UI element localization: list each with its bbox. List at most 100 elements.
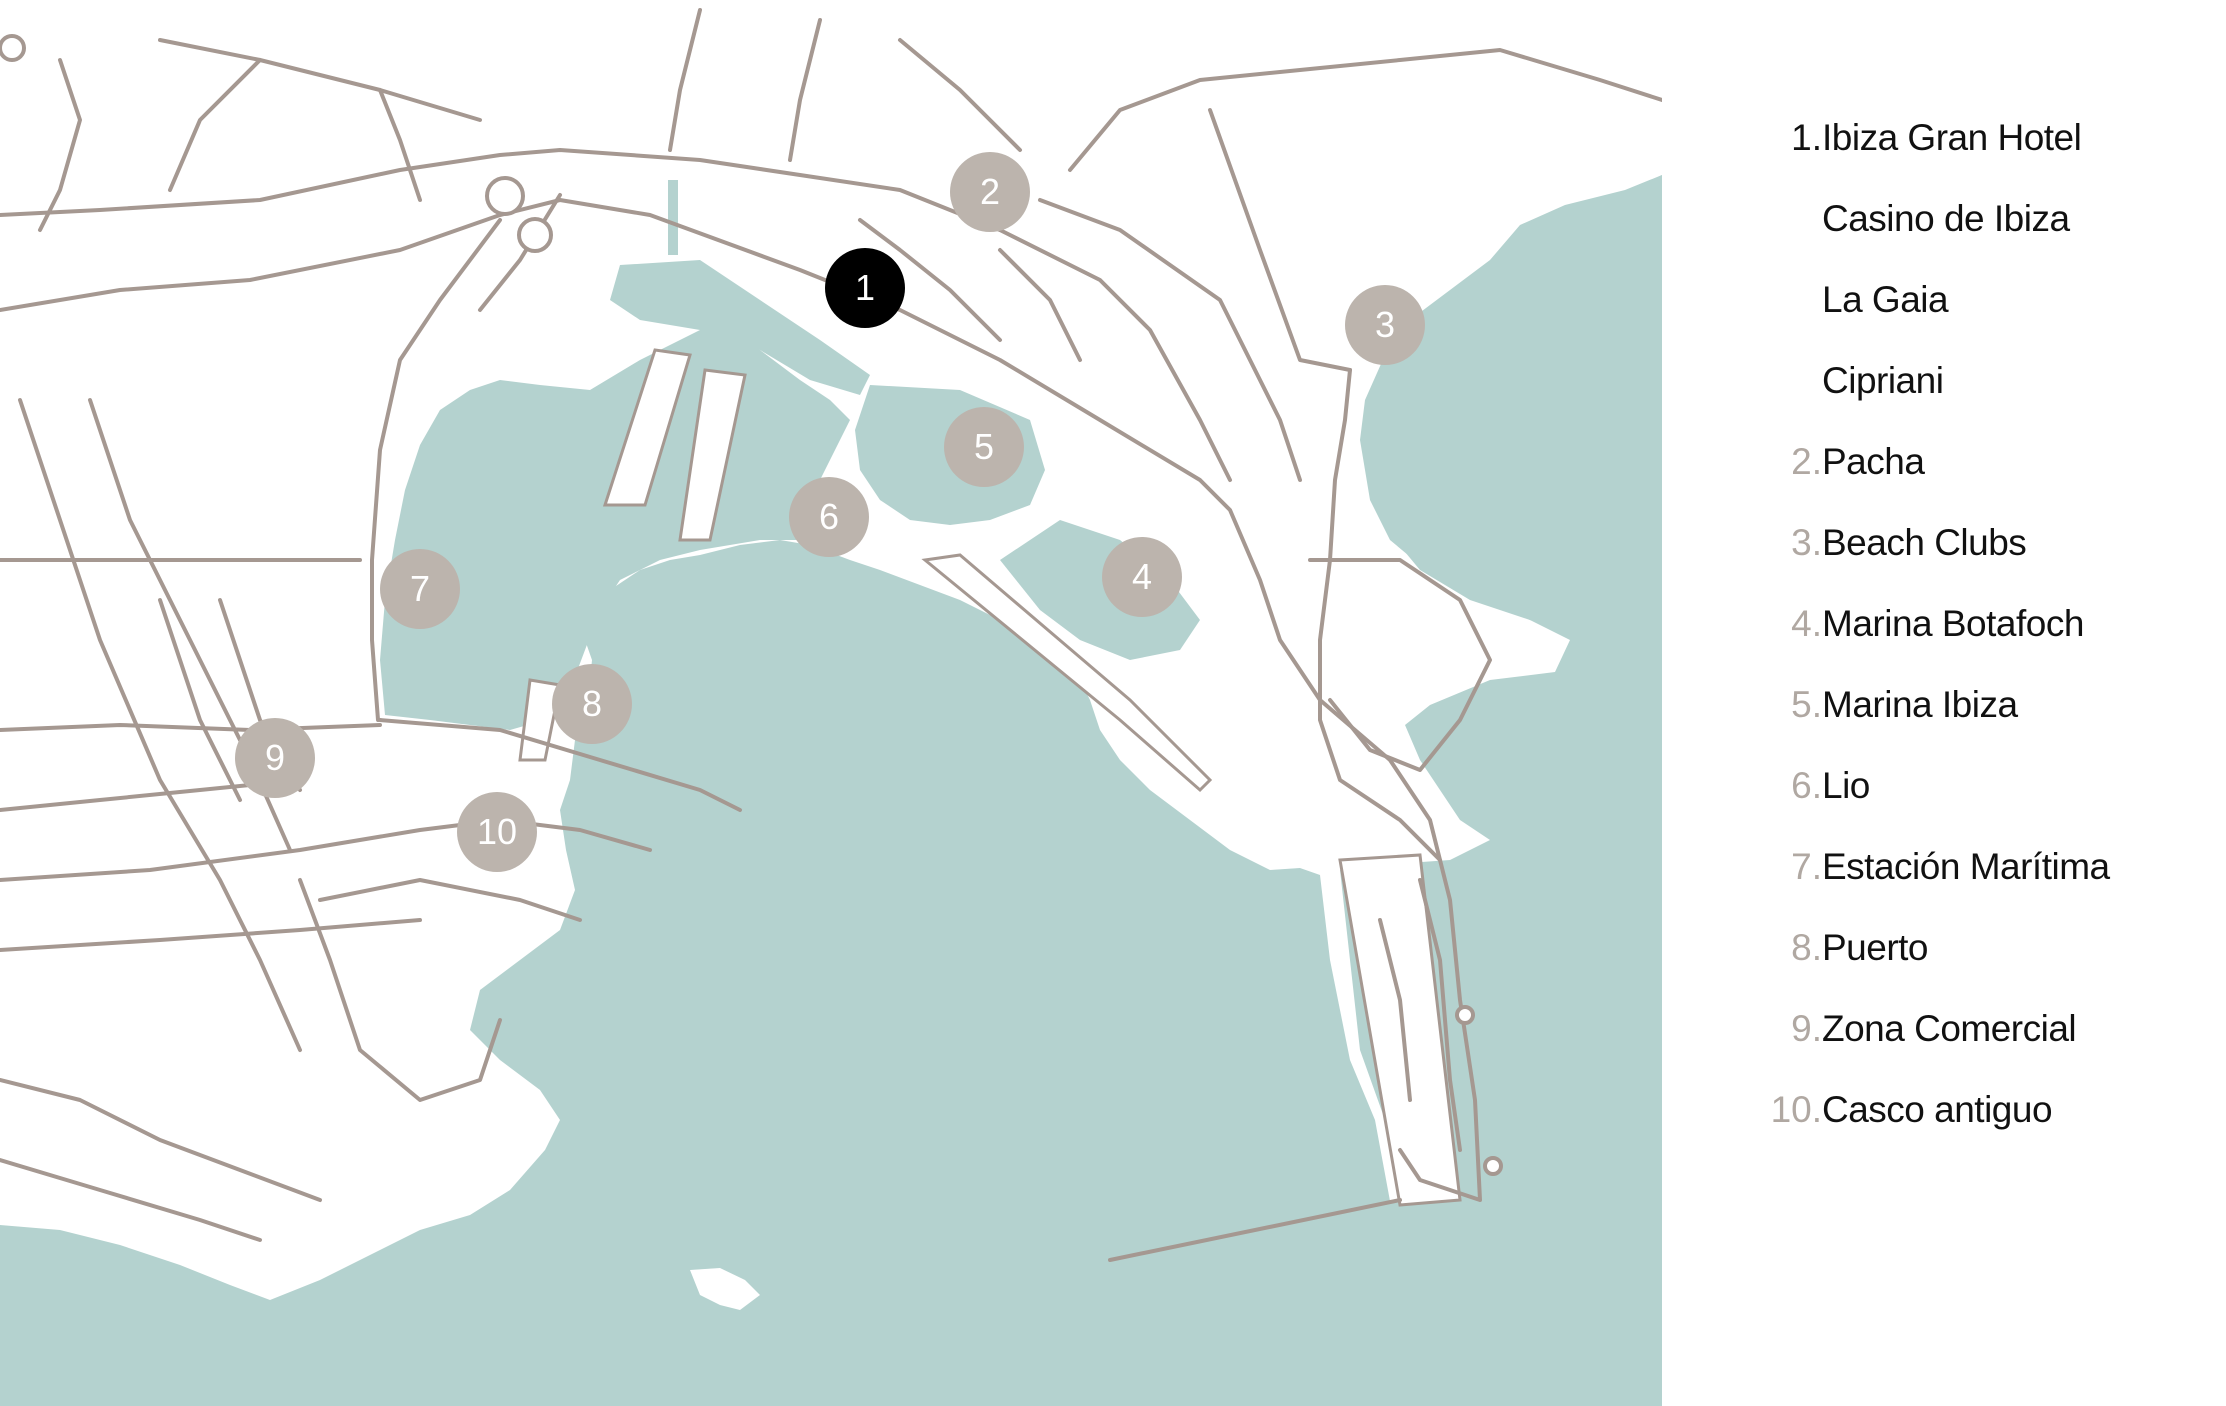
canal: [668, 180, 678, 255]
map-marker-8[interactable]: 8: [552, 664, 632, 744]
road-cc: [788, 18, 822, 162]
road-ee: [858, 218, 1002, 342]
legend-item-name: Beach Clubs: [1822, 522, 2027, 563]
map-marker-circle[interactable]: [552, 664, 632, 744]
legend-item-name: La Gaia: [1822, 279, 1949, 320]
legend-item[interactable]: 8.Puerto: [1730, 918, 2210, 978]
map-marker-3[interactable]: 3: [1345, 285, 1425, 365]
legend-item-number: 1.: [1791, 117, 1822, 158]
legend-item-number: 2.: [1791, 441, 1822, 482]
roundabouts: [0, 34, 1503, 1176]
map-marker-2[interactable]: 2: [950, 152, 1030, 232]
legend-item[interactable]: 6.Lio: [1730, 756, 2210, 816]
map-marker-label: 10: [477, 811, 517, 852]
legend-item-name: Pacha: [1822, 441, 1925, 482]
roundabout-2: [517, 217, 553, 253]
map-marker-circle[interactable]: [457, 792, 537, 872]
road-x: [158, 38, 482, 122]
legend-item[interactable]: 9.Zona Comercial: [1730, 999, 2210, 1059]
road-e: [1038, 198, 1302, 482]
map-marker-circle[interactable]: [789, 477, 869, 557]
road-h: [1208, 108, 1352, 372]
road-n: [0, 918, 422, 952]
road-o: [18, 398, 302, 1052]
map-marker-circle[interactable]: [950, 152, 1030, 232]
map-marker-6[interactable]: 6: [789, 477, 869, 557]
legend-item-name: Estación Marítima: [1822, 846, 2110, 887]
legend-item-name: Marina Botafoch: [1822, 603, 2084, 644]
legend-item[interactable]: 10.Casco antiguo: [1730, 1080, 2210, 1140]
legend-item-number: 8.: [1791, 927, 1822, 968]
legend-item-number: 6.: [1791, 765, 1822, 806]
map-marker-5[interactable]: 5: [944, 407, 1024, 487]
legend-item[interactable]: 1.Ibiza Gran Hotel: [1730, 108, 2210, 168]
road-t: [298, 878, 502, 1102]
map-marker-label: 5: [974, 426, 994, 467]
map-marker-circle[interactable]: [944, 407, 1024, 487]
map-marker-label: 6: [819, 496, 839, 537]
map-marker-circle[interactable]: [380, 549, 460, 629]
legend-item[interactable]: Casino de Ibiza: [1730, 189, 2210, 249]
map-marker-label: 8: [582, 683, 602, 724]
legend-item-number: 9.: [1791, 1008, 1822, 1049]
legend-item-name: Puerto: [1822, 927, 1929, 968]
pier-1: [602, 348, 692, 507]
map-marker-label: 9: [265, 737, 285, 778]
roundabout-5: [1483, 1156, 1503, 1176]
road-gg: [1108, 1198, 1402, 1262]
map-marker-circle[interactable]: [1345, 285, 1425, 365]
sea-water: [0, 175, 1662, 1406]
road-g: [1068, 48, 1662, 172]
location-markers[interactable]: 1 2 3 4 5 6 7 8 9 10: [235, 152, 1425, 872]
breakwater-east: [1338, 853, 1462, 1207]
road-k: [0, 723, 382, 732]
legend-item[interactable]: Cipriani: [1730, 351, 2210, 411]
legend-item[interactable]: 5.Marina Ibiza: [1730, 675, 2210, 735]
map-marker-1[interactable]: 1: [825, 248, 905, 328]
map-marker-label: 2: [980, 171, 1000, 212]
map-marker-label: 7: [410, 568, 430, 609]
road-hh: [1418, 878, 1462, 1152]
legend-item[interactable]: 4.Marina Botafoch: [1730, 594, 2210, 654]
road-network: [0, 8, 1662, 1262]
legend-item-number: 7.: [1791, 846, 1822, 887]
road-y: [168, 58, 262, 192]
road-j: [378, 718, 742, 812]
map-marker-7[interactable]: 7: [380, 549, 460, 629]
road-b: [370, 218, 502, 722]
road-ff: [998, 248, 1082, 362]
map-marker-circle[interactable]: [1102, 537, 1182, 617]
map-marker-label: 4: [1132, 556, 1152, 597]
road-aa: [38, 58, 82, 232]
legend-item-number: 3.: [1791, 522, 1822, 563]
map-marker-circle[interactable]: [235, 718, 315, 798]
map-marker-9[interactable]: 9: [235, 718, 315, 798]
map-marker-4[interactable]: 4: [1102, 537, 1182, 617]
harbour-basin-north: [610, 260, 870, 395]
roundabout-4: [1455, 1005, 1475, 1025]
road-r: [158, 598, 242, 802]
roundabout-1: [485, 176, 525, 216]
legend-item[interactable]: 7.Estación Marítima: [1730, 837, 2210, 897]
map-marker-circle[interactable]: [825, 248, 905, 328]
pier-2: [678, 368, 747, 542]
marina-botafoch-basin: [1000, 520, 1200, 660]
road-i: [1308, 558, 1492, 772]
legend-item-number: 4.: [1791, 603, 1822, 644]
map-marker-label: 1: [855, 267, 875, 308]
road-bb: [668, 8, 702, 152]
road-w: [0, 1158, 262, 1242]
city-map[interactable]: 1 2 3 4 5 6 7 8 9 10: [0, 0, 1662, 1406]
road-v: [0, 1078, 322, 1202]
legend-item[interactable]: 3.Beach Clubs: [1730, 513, 2210, 573]
map-marker-10[interactable]: 10: [457, 792, 537, 872]
legend-item[interactable]: 2.Pacha: [1730, 432, 2210, 492]
road-c: [478, 193, 562, 312]
legend-item-name: Cipriani: [1822, 360, 1944, 401]
legend-item[interactable]: La Gaia: [1730, 270, 2210, 330]
map-marker-label: 3: [1375, 304, 1395, 345]
legend-item-name: Ibiza Gran Hotel: [1822, 117, 2082, 158]
legend-item-name: Casino de Ibiza: [1822, 198, 2070, 239]
legend-item-name: Zona Comercial: [1822, 1008, 2077, 1049]
